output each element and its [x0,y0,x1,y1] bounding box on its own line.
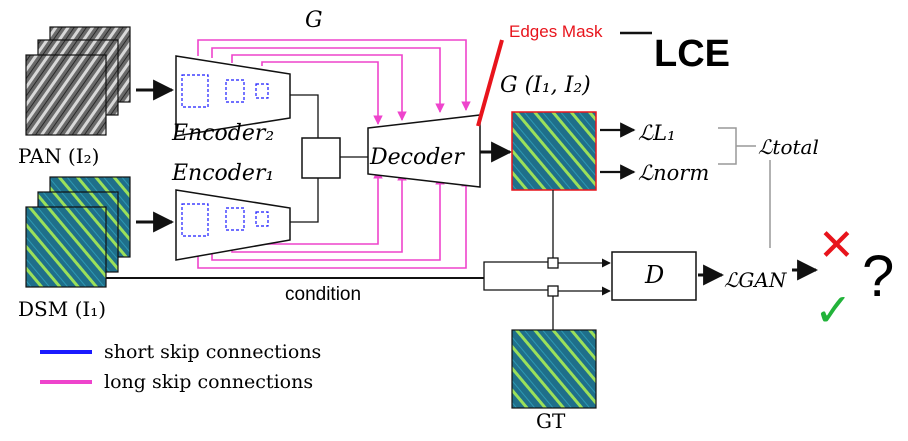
encoder2-block [175,55,291,137]
dsm-image-stack [25,176,131,288]
pan-image-stack [25,26,131,136]
fusion-block [301,137,341,179]
reject-icon: ✕ [818,221,855,270]
concat-node-gt [547,285,559,297]
l1-loss-label: ℒL₁ [638,121,676,145]
accept-icon: ✓ [814,284,853,336]
encoder2-to-fusion-line [290,94,319,138]
gt-image [511,329,597,409]
ce-loss-label: LCE [654,33,730,75]
encoder1-to-fusion-line [290,178,319,223]
question-mark-icon: ? [862,244,894,309]
concat-node-generated [547,257,559,269]
decoder-label: Decoder [369,145,465,170]
total-loss-label: ℒtotal [758,135,819,159]
encoder1-label: Encoder₁ [171,161,274,186]
dsm-label: DSM (I₁) [18,297,106,321]
generated-image [511,111,597,191]
norm-loss-label: ℒnorm [638,161,709,185]
pan-label: PAN (I₂) [18,144,99,168]
edges-mask-label: Edges Mask [509,22,603,41]
loss-bracket [718,127,737,165]
legend-short-skip-label: short skip connections [104,341,321,363]
condition-upper-branch [483,261,548,278]
condition-lower-branch [483,278,548,291]
encoder2-label: Encoder₂ [171,121,274,146]
edges-mask-pointer [476,39,504,127]
gan-loss-label: ℒGAN [724,268,788,292]
gt-label: GT [536,409,566,433]
decoder-block [367,114,481,188]
condition-label: condition [285,284,361,305]
generator-label: G [305,8,323,33]
discriminator-label: D [644,261,664,289]
discriminator-block [611,251,697,301]
legend-long-skip-label: long skip connections [104,371,313,393]
output-label: G (I₁, I₂) [500,73,591,98]
encoder1-block [175,189,291,261]
